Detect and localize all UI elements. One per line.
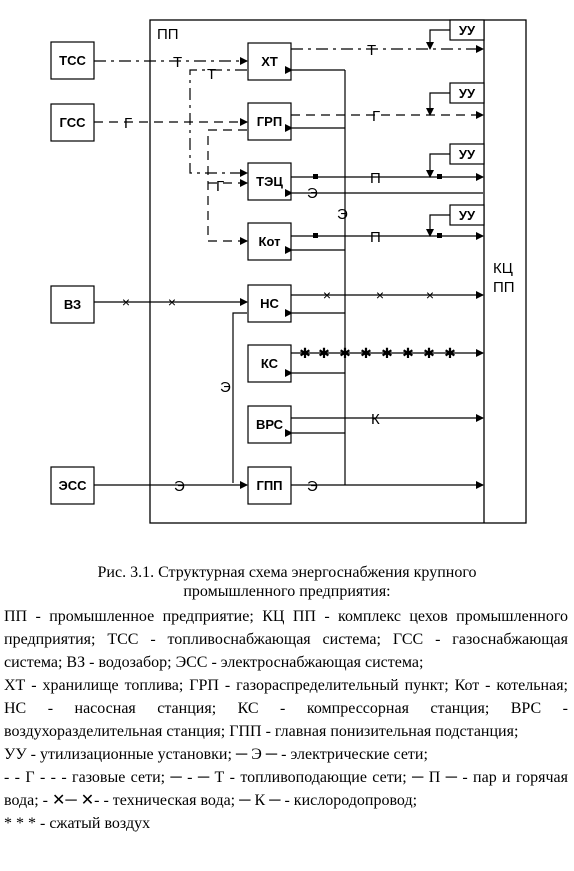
tec-block	[247, 162, 292, 201]
svg-text:×: ×	[122, 294, 130, 310]
gpp-label: ГПП	[256, 478, 282, 493]
electric-lines	[94, 66, 484, 489]
legend-paragraph-1: ПП - промышленное предприятие; КЦ ПП - к…	[4, 608, 568, 671]
svg-text:✱: ✱	[299, 345, 311, 361]
enterprise-boundary	[149, 19, 527, 524]
water-markers: × × × × ×	[122, 287, 434, 310]
electric-label-1: Э	[174, 478, 185, 495]
svg-text:✱: ✱	[360, 345, 372, 361]
ns-block	[247, 284, 292, 323]
kc-label-bottom: ПП	[493, 279, 515, 296]
electric-label-4: Э	[337, 206, 348, 223]
vz-label: ВЗ	[64, 297, 81, 312]
grp-label: ГРП	[257, 114, 282, 129]
svg-text:✱: ✱	[444, 345, 456, 361]
electric-label-3: Э	[220, 379, 231, 396]
ks-block	[247, 344, 292, 383]
kot-label: Кот	[259, 234, 281, 249]
legend-paragraph-4: - - Г - - - газовые сети; ─ - ─ Т - топл…	[4, 769, 568, 809]
steam-label-1: П	[370, 170, 381, 187]
legend-paragraph-2: ХТ - хранилище топлива; ГРП - газораспре…	[4, 677, 568, 740]
uu-label-1: УУ	[459, 23, 476, 38]
caption-line-1: Рис. 3.1. Структурная схема энергоснабже…	[97, 564, 477, 581]
vrs-block	[247, 405, 292, 444]
enterprise-label: ПП	[157, 26, 179, 43]
ns-label: НС	[260, 296, 279, 311]
figure-caption: Рис. 3.1. Структурная схема энергоснабже…	[0, 563, 574, 601]
kc-label-top: КЦ	[493, 260, 513, 277]
steam-line-markers	[313, 174, 442, 238]
tss-label: ТСС	[59, 53, 86, 68]
svg-text:×: ×	[426, 287, 434, 303]
vrs-label: ВРС	[256, 417, 284, 432]
legend-paragraph-3: УУ - утилизационные установки; ─ Э ─ - э…	[4, 746, 428, 763]
legend-paragraph-5: * * * - сжатый воздух	[4, 815, 151, 832]
ks-label: КС	[261, 356, 279, 371]
steam-label-2: П	[370, 229, 381, 246]
svg-text:✱: ✱	[402, 345, 414, 361]
legend: ПП - промышленное предприятие; КЦ ПП - к…	[4, 605, 568, 835]
grp-block	[247, 102, 292, 141]
electric-label-2: Э	[307, 478, 318, 495]
tss-block	[50, 41, 95, 80]
uu-label-3: УУ	[459, 147, 476, 162]
svg-text:✱: ✱	[381, 345, 393, 361]
uu-connectors	[426, 29, 450, 237]
water-lines	[94, 291, 484, 483]
kot-block	[247, 222, 292, 261]
caption-line-2: промышленного предприятия:	[183, 583, 391, 600]
ess-label: ЭСС	[58, 478, 87, 493]
steam-lines	[291, 173, 484, 240]
gas-label-1: Г	[124, 115, 132, 132]
uu-label-4: УУ	[459, 208, 476, 223]
gss-label: ГСС	[60, 115, 87, 130]
electric-label-5: Э	[307, 185, 318, 202]
fuel-label-1: Т	[173, 54, 182, 71]
svg-text:×: ×	[376, 287, 384, 303]
oxygen-label: К	[371, 411, 380, 428]
uu-label-2: УУ	[459, 86, 476, 101]
gas-lines	[94, 111, 484, 245]
vz-block	[50, 285, 95, 324]
fuel-label-3: Т	[367, 42, 376, 59]
xt-block	[247, 42, 292, 81]
svg-text:✱: ✱	[318, 345, 330, 361]
ess-block	[50, 466, 95, 505]
xt-label: ХТ	[261, 54, 278, 69]
fuel-label-2: Т	[207, 66, 216, 83]
gas-label-3: Г	[216, 178, 224, 195]
gas-label-2: Г	[372, 108, 380, 125]
svg-text:✱: ✱	[423, 345, 435, 361]
svg-text:×: ×	[168, 294, 176, 310]
energy-supply-diagram: ПП КЦ ПП ТСС ГСС ВЗ ЭСС ХТ ГРП ТЭЦ Кот Н…	[50, 19, 527, 524]
svg-text:×: ×	[323, 287, 331, 303]
tec-label: ТЭЦ	[256, 174, 283, 189]
